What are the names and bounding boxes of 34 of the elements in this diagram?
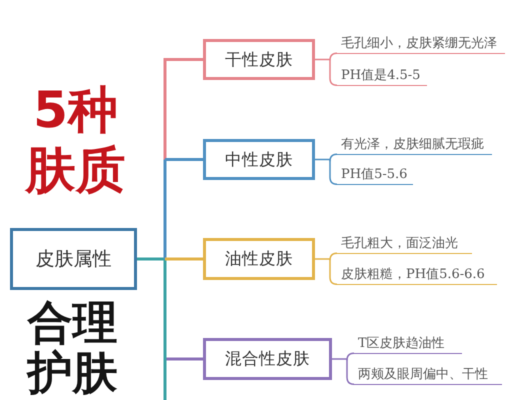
topic-box: 干性皮肤 — [203, 39, 315, 80]
topic-box: 油性皮肤 — [203, 238, 315, 280]
root-topic-box: 皮肤属性 — [10, 228, 137, 290]
underlined-subtopic: PH值是4.5-5 — [337, 67, 427, 86]
underlined-subtopic: 有光泽，皮肤细腻无瑕疵 — [337, 136, 492, 155]
topic-box: 混合性皮肤 — [203, 338, 332, 380]
connector-line — [165, 158, 203, 161]
connector-line — [329, 60, 338, 86]
underlined-subtopic: 毛孔细小，皮肤紧绷无光泽 — [337, 35, 505, 54]
connector-line — [332, 358, 347, 360]
connector-line — [315, 58, 330, 60]
connector-line — [164, 311, 166, 400]
headline-text: 合理护肤 — [25, 298, 118, 398]
connector-line — [329, 160, 338, 185]
connector-line — [329, 252, 338, 261]
connector-line — [315, 258, 330, 260]
connector-line — [346, 359, 355, 385]
underlined-subtopic: T区皮肤趋油性 — [354, 335, 462, 354]
underlined-subtopic: 皮肤粗糙，PH值5.6-6.6 — [337, 266, 497, 285]
connector-line — [329, 52, 338, 61]
connector-line — [165, 258, 203, 260]
underlined-subtopic: 两颊及眼周偏中、干性 — [354, 366, 502, 385]
topic-box: 中性皮肤 — [203, 139, 315, 180]
connector-line — [164, 259, 166, 311]
connector-line — [315, 158, 330, 160]
connector-line — [164, 160, 166, 259]
connector-line — [164, 58, 203, 160]
connector-line — [329, 259, 338, 285]
connector-line — [329, 154, 338, 162]
connector-line — [346, 352, 355, 361]
underlined-subtopic: PH值5-5.6 — [337, 166, 413, 185]
connector-line — [137, 258, 165, 260]
underlined-subtopic: 毛孔粗大，面泛油光 — [337, 235, 472, 254]
headline-text: 5种肤质 — [24, 80, 126, 200]
